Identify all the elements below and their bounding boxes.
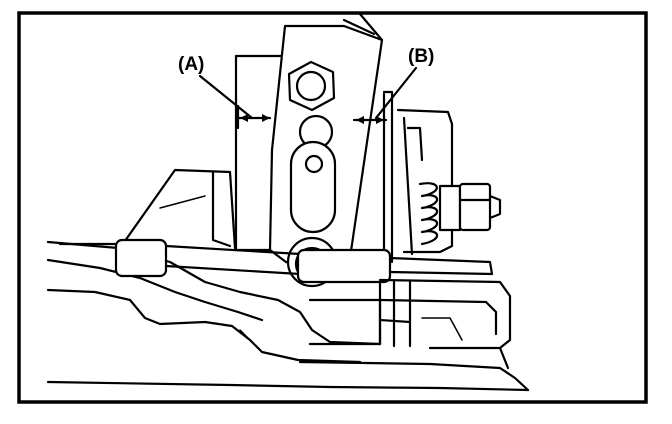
base-housing xyxy=(46,240,530,392)
label-a: (A) xyxy=(178,54,204,75)
label-b: (B) xyxy=(408,46,434,67)
dimension-a: (A) xyxy=(178,54,272,130)
slot-pin xyxy=(304,154,324,174)
cable-sleeve xyxy=(114,238,168,278)
coil-spring xyxy=(418,182,439,246)
dimension-b: (B) xyxy=(352,46,434,124)
lower-linkage xyxy=(308,278,512,370)
throttle-cable xyxy=(58,238,494,284)
left-flange xyxy=(118,168,237,250)
lock-nut xyxy=(458,182,492,232)
adjusting-slot xyxy=(289,140,337,234)
diagram-frame xyxy=(17,11,648,404)
return-spring-assembly xyxy=(382,90,502,264)
spring-collar xyxy=(438,184,462,232)
cable-end-fitting xyxy=(296,248,392,284)
throttle-arm xyxy=(268,12,384,288)
bolt-head xyxy=(287,60,336,112)
